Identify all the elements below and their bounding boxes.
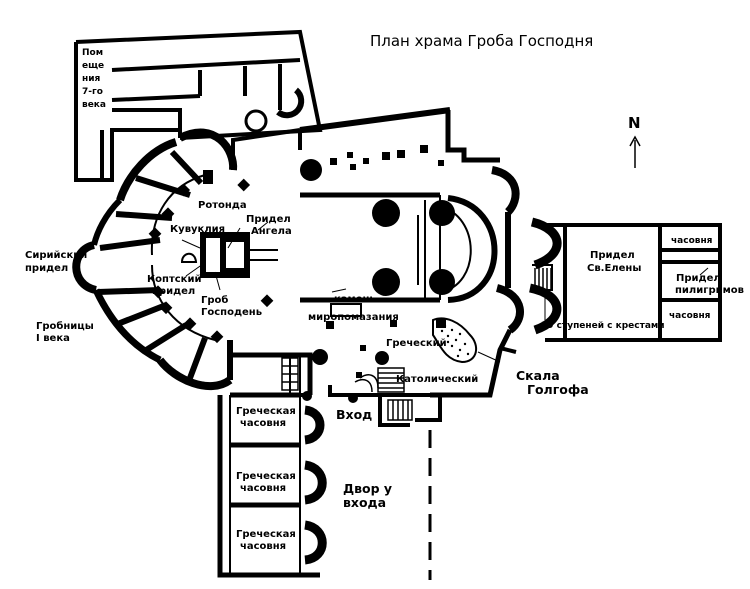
steps-29 xyxy=(534,268,552,290)
compass-letter: N xyxy=(628,114,641,132)
label-golgotha-1: Скала xyxy=(516,368,560,383)
label-edicule: Кувуклия xyxy=(170,224,225,235)
label-pilgrims-1: Придел xyxy=(676,273,721,284)
st-helena-complex xyxy=(528,217,722,342)
north-arrow-icon xyxy=(629,135,641,168)
leader-lines xyxy=(181,221,709,363)
label-holy-sepulchre-1: Гроб xyxy=(201,294,228,306)
label-tombs-2: I века xyxy=(36,333,70,344)
label-greek-chapel-2a: Греческая xyxy=(236,471,296,482)
label-rooms-line5: века xyxy=(82,100,106,110)
label-greek-chapel-3b: часовня xyxy=(240,541,286,552)
pillars xyxy=(148,145,455,403)
label-courtyard-2: входа xyxy=(343,495,386,510)
label-coptic-chapel-2: придел xyxy=(152,286,195,297)
label-chapel-lower: часовня xyxy=(669,311,711,321)
label-rotunda: Ротонда xyxy=(198,200,247,211)
label-tombs-1: Гробницы xyxy=(36,320,94,332)
plan-title: План храма Гроба Господня xyxy=(370,32,593,50)
label-greek-chapel-2b: часовня xyxy=(240,483,286,494)
label-greek-chapel-1a: Греческая xyxy=(236,406,296,417)
label-catholic: Католический xyxy=(396,374,478,385)
label-st-helena-2: Св.Елены xyxy=(587,263,641,274)
label-rooms-7th-century: Пом еще ния 7-го века xyxy=(82,48,106,110)
golgotha-rock xyxy=(432,317,478,364)
label-coptic-chapel-1: Коптский xyxy=(147,274,201,285)
label-greek: Греческий xyxy=(386,338,447,349)
labels: План храма Гроба Господня N Пом еще ния … xyxy=(25,32,744,552)
label-29-steps: 29 ступеней с крестами xyxy=(541,321,665,331)
walls xyxy=(72,29,722,580)
anointing-stone xyxy=(330,303,362,317)
label-st-helena-1: Придел xyxy=(590,250,635,261)
label-pilgrims-2: пилигримов xyxy=(675,285,744,296)
rotunda xyxy=(72,128,301,391)
label-angel-chapel-1: Придел xyxy=(246,214,291,225)
label-rooms-line4: 7-го xyxy=(82,87,103,97)
label-holy-sepulchre-2: Господень xyxy=(201,307,262,318)
label-anointing-stone-2: миропомазания xyxy=(308,312,399,323)
seventh-century-rooms xyxy=(74,29,323,182)
label-rooms-line3: ния xyxy=(82,74,101,84)
courtyard-chapels xyxy=(217,392,432,580)
label-syrian-chapel-1: Сирийский xyxy=(25,250,87,261)
label-rooms-line1: Пом xyxy=(82,48,103,58)
label-rooms-line2: еще xyxy=(82,61,104,71)
label-courtyard-1: Двор у xyxy=(343,481,392,496)
label-syrian-chapel-2: придел xyxy=(25,263,68,274)
label-greek-chapel-1b: часовня xyxy=(240,418,286,429)
katholikon xyxy=(298,107,524,398)
label-entrance: Вход xyxy=(336,407,372,422)
edicule xyxy=(180,232,278,278)
label-chapel-upper: часовня xyxy=(671,236,713,246)
stairs xyxy=(281,357,413,421)
label-angel-chapel-2: Ангела xyxy=(251,226,292,237)
label-anointing-stone-1: камень xyxy=(334,294,376,305)
label-greek-chapel-3a: Греческая xyxy=(236,529,296,540)
label-golgotha-2: Голгофа xyxy=(527,382,589,397)
